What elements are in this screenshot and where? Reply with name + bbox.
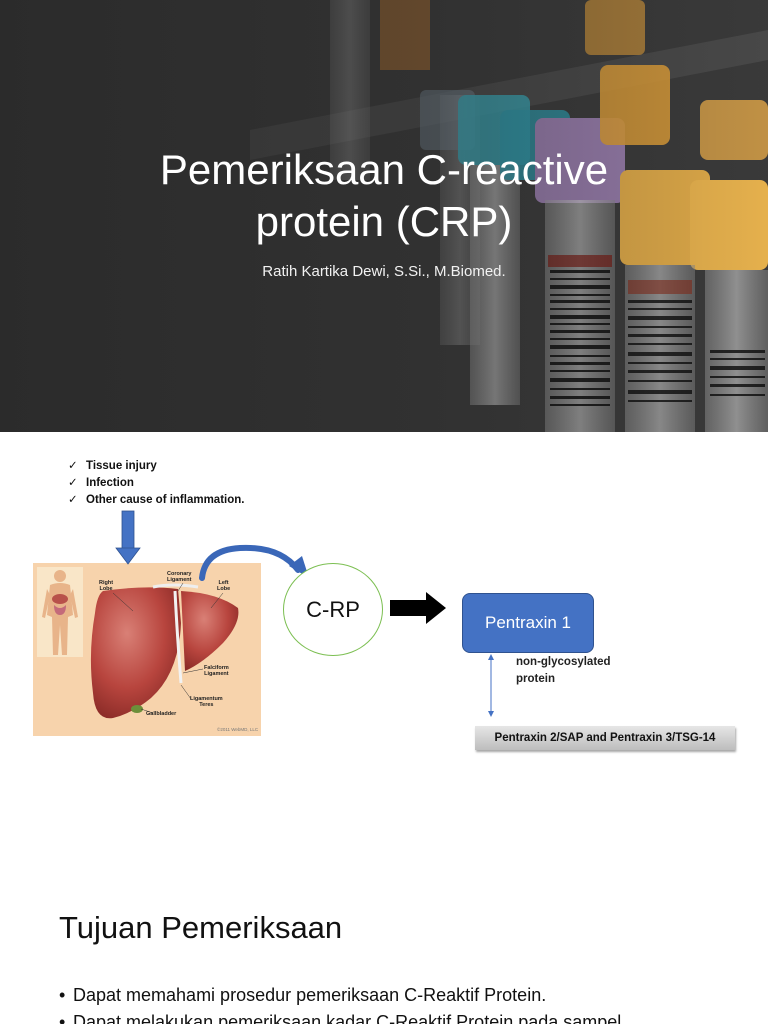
cause-item: ✓Tissue injury [68,458,244,475]
label-falciform-ligament: Falciform Ligament [204,665,229,677]
human-body-thumbnail [37,567,83,657]
diagram-arrows [115,510,494,717]
cause-item: ✓Other cause of inflammation. [68,492,244,509]
down-arrow-icon [115,510,141,565]
list-item: •Dapat memahami prosedur pemeriksaan C-R… [59,982,621,1009]
title-slide: Pemeriksaan C-reactive protein (CRP) Rat… [0,0,768,432]
label-ligamentum-teres: Ligamentum Teres [190,696,223,708]
non-glycosylated-protein-label: non-glycosylated protein [516,656,611,685]
title-line-1: Pemeriksaan C-reactive [159,146,609,193]
liver-organ-image [90,582,239,719]
bullet-icon: • [59,1012,66,1024]
section-title: Tujuan Pemeriksaan [59,910,343,945]
presentation-author: Ratih Kartika Dewi, S.Si., M.Biomed. [262,263,506,280]
background-darkening-overlay [0,0,768,432]
label-coronary-ligament: Coronary Ligament [167,571,192,583]
cause-item: ✓Infection [68,475,244,492]
human-body-icon [42,570,78,655]
label-right-lobe: Right Lobe [99,580,114,592]
crp-diagram-slide: ✓Tissue injury ✓Infection ✓Other cause o… [0,432,768,864]
presentation-title: Pemeriksaan C-reactive protein (CRP) [84,144,684,248]
pentraxin-1-node: Pentraxin 1 [462,593,594,653]
right-arrow-icon [390,592,446,624]
checkmark-icon: ✓ [68,460,78,472]
pentraxin-2-3-box: Pentraxin 2/SAP and Pentraxin 3/TSG-14 [475,726,735,750]
title-line-2: protein (CRP) [255,198,513,245]
crp-node: C-RP [283,563,383,656]
curved-arrow-icon [199,544,309,581]
checkmark-icon: ✓ [68,494,78,506]
liver-illustration: Right Lobe Coronary Ligament Left Lobe F… [33,563,261,736]
list-item: •Dapat melakukan pemeriksaan kadar C-Rea… [59,1009,621,1024]
image-copyright: ©2011 WebMD, LLC [217,727,259,732]
label-gallbladder: Gallbladder [146,711,177,717]
label-left-lobe: Left Lobe [217,580,231,592]
bullet-icon: • [59,985,66,1005]
objectives-slide: Tujuan Pemeriksaan •Dapat memahami prose… [0,864,768,1024]
checkmark-icon: ✓ [68,477,78,489]
objectives-list: •Dapat memahami prosedur pemeriksaan C-R… [59,982,621,1024]
double-arrow-icon [488,654,494,717]
inflammation-causes-list: ✓Tissue injury ✓Infection ✓Other cause o… [68,458,244,509]
